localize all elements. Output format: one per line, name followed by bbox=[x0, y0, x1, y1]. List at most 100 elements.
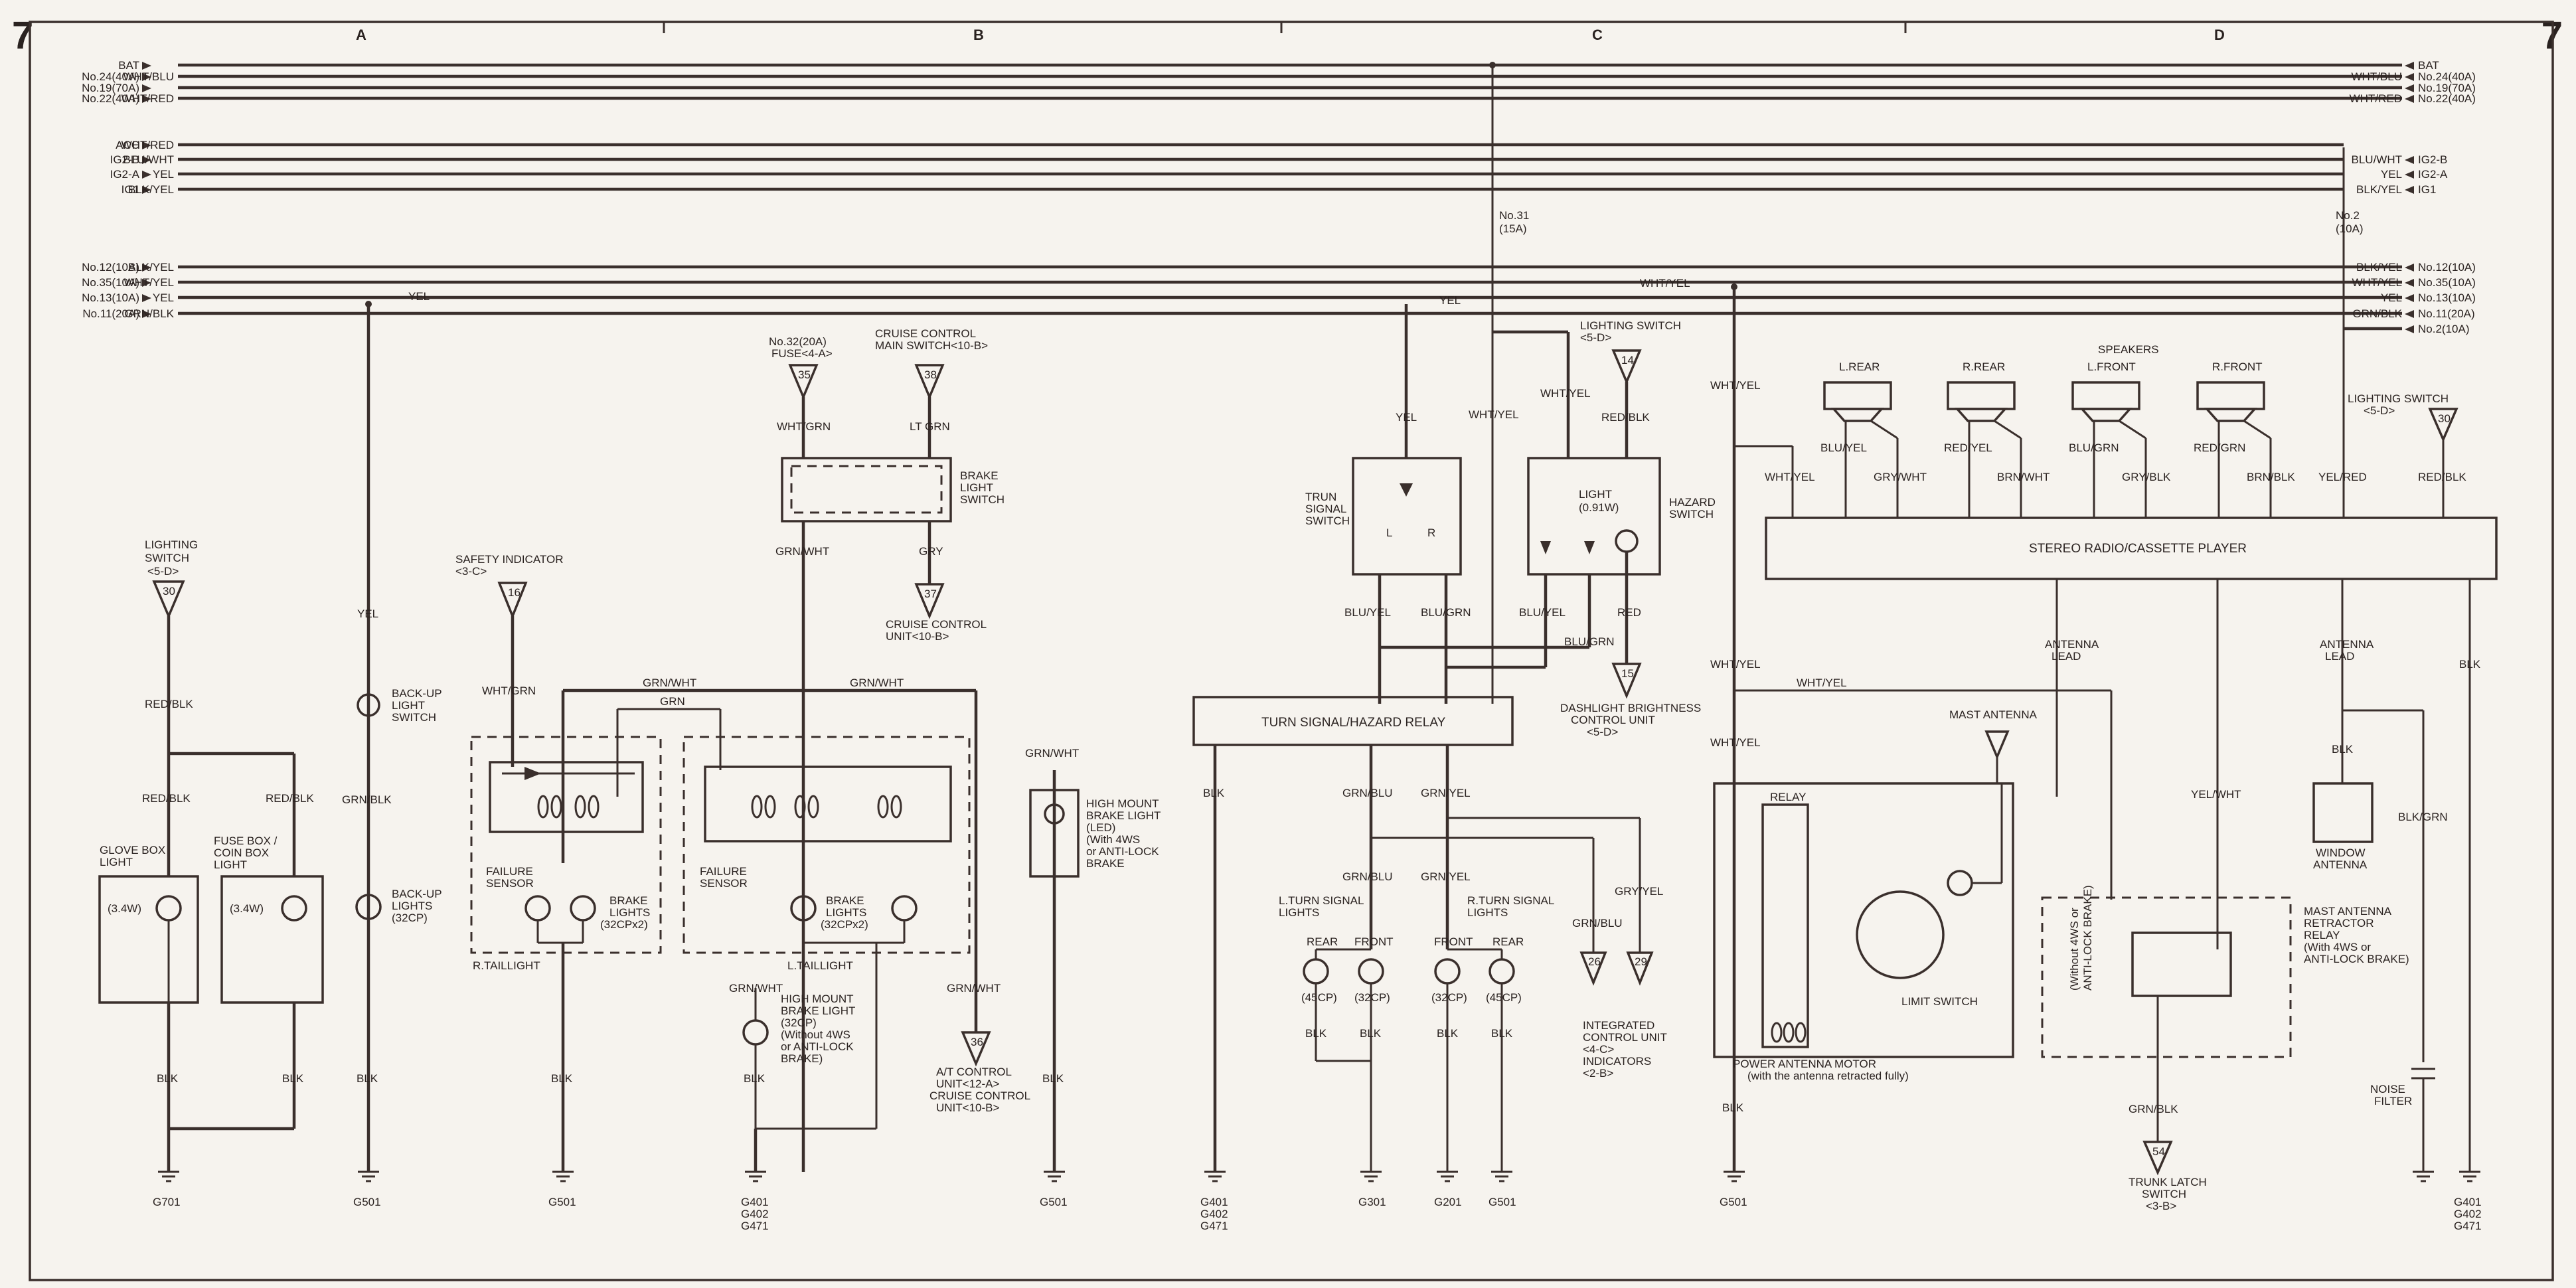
text-hmbl: (Without 4WS bbox=[781, 1028, 850, 1041]
arrow-icon bbox=[2405, 73, 2414, 81]
text-safety: <3-C> bbox=[455, 565, 487, 578]
text-retractor: (With 4WS or bbox=[2304, 941, 2371, 953]
ground-label: G301 bbox=[1358, 1196, 1386, 1208]
hmbl-led-box bbox=[1029, 789, 1080, 878]
wire-color-label: GRN/BLU bbox=[1342, 870, 1393, 883]
limit-switch-cam bbox=[1856, 890, 1945, 979]
wire-color-label: YEL bbox=[357, 607, 378, 620]
text-backup-switch: SWITCH bbox=[392, 711, 436, 724]
text-brake-lights: (32CPx2) bbox=[600, 918, 648, 931]
text-fuse-box: FUSE BOX / bbox=[214, 835, 278, 847]
text-trun: SIGNAL bbox=[1305, 503, 1346, 515]
wire-color-label: BLU/YEL bbox=[1519, 606, 1566, 619]
text-rear: REAR bbox=[1307, 935, 1338, 948]
text-glove-box: GLOVE BOX bbox=[100, 844, 165, 856]
diode-icon bbox=[1540, 541, 1551, 554]
bus-label-right: BAT bbox=[2418, 59, 2439, 72]
bus-color-left: BLU/WHT bbox=[123, 153, 175, 166]
bus-color-left: WHT/BLU bbox=[123, 70, 175, 83]
text-relay: TURN SIGNAL/HAZARD RELAY bbox=[1261, 716, 1446, 730]
speaker-icon bbox=[2204, 408, 2257, 422]
text-at-unit: CRUISE CONTROL bbox=[929, 1089, 1030, 1102]
text-antenna-lead: ANTENNA bbox=[2320, 638, 2374, 651]
ground-icon bbox=[358, 1170, 379, 1182]
relay-coil-icon bbox=[537, 795, 600, 819]
text-front: FRONT bbox=[1354, 935, 1394, 948]
text-hazard: SWITCH bbox=[1669, 508, 1714, 521]
connector-29 bbox=[1626, 951, 1654, 986]
connector-30 bbox=[152, 580, 185, 619]
text-l-taillight: L.TAILLIGHT bbox=[787, 959, 853, 972]
bulb-icon bbox=[570, 895, 596, 922]
text-without: ANTI-LOCK BRAKE) bbox=[2081, 885, 2094, 991]
wire-color-label: GRN/BLK bbox=[342, 793, 392, 806]
bulb-icon bbox=[1358, 958, 1384, 985]
ground-label: G402 bbox=[2454, 1208, 2482, 1220]
power-antenna-motor bbox=[1713, 782, 2014, 1058]
arrow-icon bbox=[2405, 325, 2414, 333]
wire-color-label: YEL bbox=[408, 290, 430, 303]
wire-color-label: BLK bbox=[1305, 1027, 1327, 1040]
text-at-unit: A/T CONTROL bbox=[936, 1066, 1012, 1078]
fuse-no2-label: No.2 bbox=[2336, 209, 2360, 222]
connector-num: 37 bbox=[924, 588, 937, 600]
wire-color-label: WHT/GRN bbox=[777, 420, 831, 433]
window-antenna bbox=[2312, 782, 2374, 843]
text-brake-switch: SWITCH bbox=[960, 493, 1005, 506]
relay-coil-icon bbox=[751, 795, 902, 819]
l-taillight-box bbox=[683, 736, 971, 954]
wire-color-label: BLK bbox=[2332, 743, 2354, 756]
arrow-icon bbox=[142, 95, 151, 103]
connector-num: 15 bbox=[1621, 667, 1634, 680]
fuse-no31-rating: (15A) bbox=[1499, 222, 1527, 235]
hazard-switch bbox=[1527, 457, 1661, 576]
zone-a-circuit: LIGHTING SWITCH <5-D> 30 RED/BLK RED/BLK… bbox=[98, 290, 442, 1208]
text-hazard: HAZARD bbox=[1669, 496, 1716, 509]
text-r: R bbox=[1427, 526, 1435, 539]
connector-38 bbox=[914, 364, 945, 400]
ground-icon bbox=[1044, 1170, 1065, 1182]
wire-color-label: BLK bbox=[1722, 1101, 1744, 1114]
wire-color-label: BRN/WHT bbox=[1997, 471, 2050, 483]
text-lighting-switch: SWITCH bbox=[145, 552, 189, 564]
ground-icon bbox=[158, 1170, 179, 1182]
connector-num: 29 bbox=[1635, 955, 1647, 968]
text-l-turn: L.TURN SIGNAL bbox=[1279, 894, 1364, 907]
text-retractor: ANTI-LOCK BRAKE) bbox=[2304, 953, 2409, 965]
bus-color-left: YEL bbox=[153, 291, 174, 304]
text-fuse32: No.32(20A) bbox=[769, 335, 827, 348]
text-fuse-box: LIGHT bbox=[214, 858, 247, 871]
text-trunk: <3-B> bbox=[2146, 1200, 2176, 1212]
bulb-icon bbox=[1434, 958, 1461, 985]
arrow-icon bbox=[142, 62, 151, 70]
arrow-icon bbox=[2405, 156, 2414, 164]
arrow-icon bbox=[2405, 264, 2414, 272]
antenna-relay bbox=[1761, 803, 1809, 1048]
ground-label: G471 bbox=[1200, 1220, 1228, 1232]
text-lighting-switch: LIGHTING SWITCH bbox=[1580, 319, 1681, 332]
speaker-icon bbox=[1947, 381, 2016, 410]
wire-color-label: WHT/YEL bbox=[1710, 658, 1761, 671]
text-retractor: MAST ANTENNA bbox=[2304, 905, 2392, 918]
wire bbox=[1994, 420, 2022, 440]
wire-color-label: BLK/GRN bbox=[2398, 811, 2448, 823]
wire-color-label: RED/BLK bbox=[1601, 411, 1650, 424]
bus-label-left: No.11(20A) bbox=[82, 307, 139, 320]
backup-switch-icon bbox=[357, 693, 380, 717]
bus-label-left: BAT bbox=[118, 59, 139, 72]
ground-label: G501 bbox=[353, 1196, 381, 1208]
bus-color-right: BLU/WHT bbox=[2352, 153, 2403, 166]
wire-color-label: RED/BLK bbox=[266, 792, 314, 805]
wire-color-label: GRN/BLU bbox=[1342, 787, 1393, 799]
bus-label-right: No.35(10A) bbox=[2418, 276, 2476, 289]
ground-icon bbox=[1360, 1170, 1382, 1182]
bus-color-left: YEL bbox=[153, 168, 174, 181]
text-hmbl: BRAKE LIGHT bbox=[781, 1005, 855, 1017]
arrow-icon bbox=[142, 279, 151, 287]
wire-color-label: GRY/BLK bbox=[2122, 471, 2171, 483]
ground-label: G402 bbox=[1200, 1208, 1228, 1220]
text-light: (0.91W) bbox=[1579, 501, 1619, 514]
connector-30 bbox=[2428, 408, 2458, 443]
bus-label-left: No.12(10A) bbox=[82, 261, 139, 274]
